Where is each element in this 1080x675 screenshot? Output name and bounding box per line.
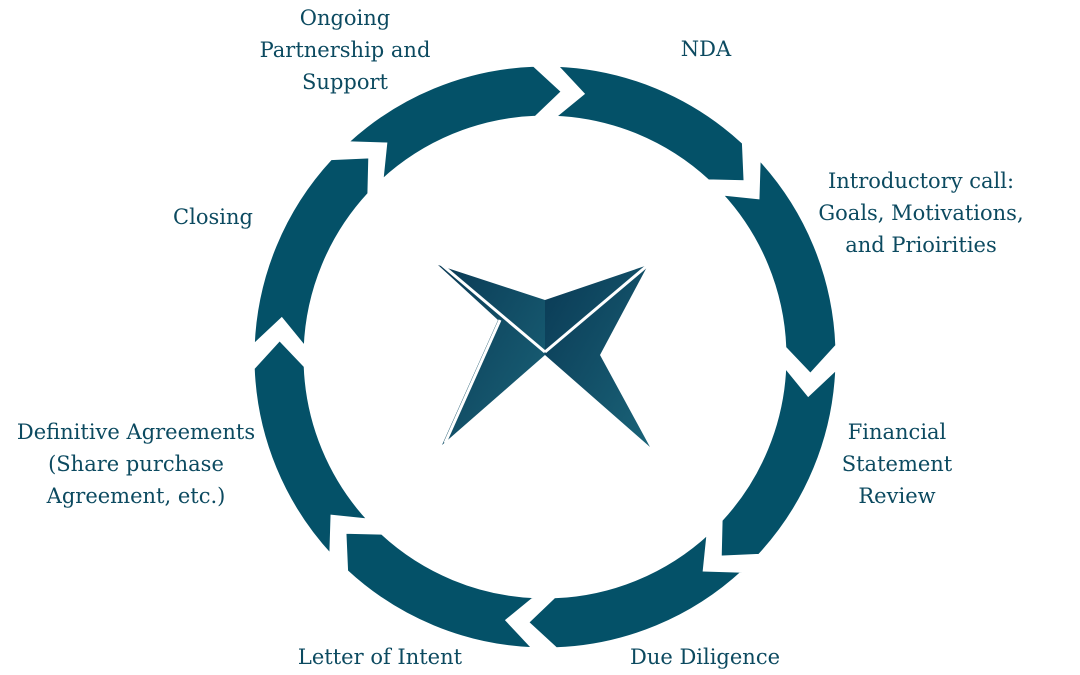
logo-diagonal-line — [441, 263, 546, 354]
logo-left-wing — [438, 265, 545, 445]
arrow-segment-closing — [251, 155, 372, 352]
logo-diagonal-line — [443, 319, 502, 444]
compass-x-logo — [438, 263, 650, 447]
step-label-definitive-agreements: Definitive Agreements (Share purchase Ag… — [16, 420, 256, 508]
arrow-segment-due-diligence — [525, 529, 748, 651]
arrow-segment-nda — [550, 63, 747, 184]
arrow-segment-financial-review — [718, 362, 839, 559]
step-label-letter-of-intent: Letter of Intent — [297, 645, 463, 669]
arrow-segment-letter-of-intent — [343, 530, 540, 651]
step-label-nda: NDA — [680, 37, 732, 61]
step-label-intro-call: Introductory call: Goals, Motivations, a… — [818, 169, 1024, 257]
step-label-ongoing-partnership: Ongoing Partnership and Support — [259, 6, 431, 94]
arrow-segment-definitive-agreements — [251, 337, 373, 560]
cycle-arrows — [251, 63, 839, 651]
step-label-financial-review: Financial Statement Review — [841, 420, 953, 508]
arrow-segment-ongoing-partnership — [342, 63, 565, 185]
arrow-segment-intro-call — [717, 154, 839, 377]
logo-diagonal-line — [544, 263, 649, 354]
logo-right-wing — [545, 265, 650, 447]
step-label-due-diligence: Due Diligence — [629, 645, 781, 669]
step-label-closing: Closing — [173, 205, 253, 229]
